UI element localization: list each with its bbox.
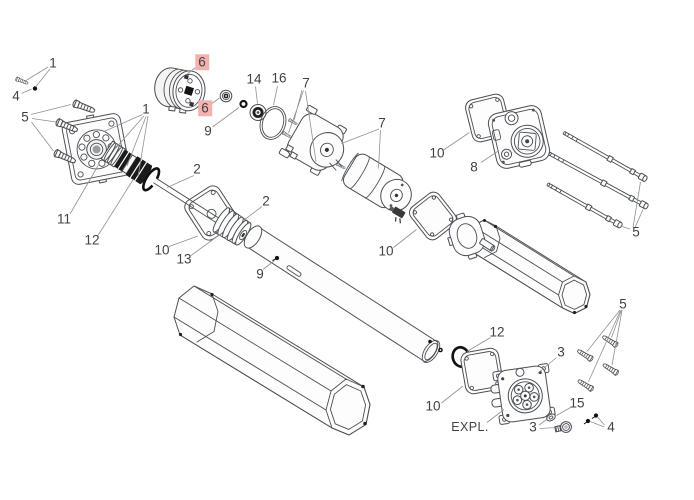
callout-10-gasket-top: 10 xyxy=(429,145,445,161)
callout-15-washer: 15 xyxy=(569,395,585,411)
spacer-ring xyxy=(239,99,248,109)
callout-7-bolts: 7 xyxy=(302,75,310,91)
gear-head-expl xyxy=(490,363,556,425)
rubber-drum xyxy=(125,156,152,184)
callout-8-head: 8 xyxy=(470,159,478,175)
leader-lines xyxy=(21,66,644,429)
grub-screws xyxy=(583,413,599,425)
gear-head-8 xyxy=(487,105,551,169)
callout-1-shaft: 1 xyxy=(142,101,150,117)
callout-6-nut-highlighted: 6 xyxy=(198,100,212,116)
o-ring-large xyxy=(259,106,287,140)
drive-pulley xyxy=(212,207,252,246)
callout-3-bolt: 3 xyxy=(529,419,537,435)
callout-13-pulley: 13 xyxy=(176,251,192,267)
callout-12-clip: 12 xyxy=(84,232,100,248)
callout-3-head: 3 xyxy=(557,344,565,360)
callout-16-oring: 16 xyxy=(271,70,287,86)
callout-7-motor: 7 xyxy=(378,115,386,131)
callout-5-short-screws: 5 xyxy=(619,296,627,312)
set-point xyxy=(32,86,38,91)
callout-14-bearing: 14 xyxy=(246,71,262,87)
callout-2-pulley-end: 2 xyxy=(262,193,270,209)
electric-motor xyxy=(341,152,412,212)
motor-connector xyxy=(388,205,406,224)
octagonal-tube-left xyxy=(173,285,371,436)
adapter-ring xyxy=(447,212,496,260)
callout-9-tube-screw: 9 xyxy=(256,266,264,282)
brake-coupling xyxy=(154,67,206,114)
callout-6-coupling-highlighted: 6 xyxy=(195,54,209,70)
octagonal-tube-right xyxy=(468,219,591,315)
tube-keyway-slot xyxy=(286,265,302,277)
callout-9-spacer: 9 xyxy=(204,123,212,139)
small-fixing-screw xyxy=(14,76,38,91)
callout-10-gasket-mid: 10 xyxy=(378,243,394,259)
callout-1-screws: 1 xyxy=(49,55,57,71)
motor-housing-cap xyxy=(278,104,347,176)
round-tube xyxy=(243,225,443,364)
callout-11-bracket: 11 xyxy=(56,211,72,227)
callout-4-setpoint: 4 xyxy=(12,88,20,104)
callout-5-screws: 5 xyxy=(21,109,29,125)
threaded-rods xyxy=(546,131,649,229)
gasket-middle xyxy=(409,191,457,241)
washer-15 xyxy=(546,413,556,422)
callout-12-oring: 12 xyxy=(489,324,505,340)
short-screws xyxy=(575,333,620,393)
head-bolt xyxy=(554,421,572,433)
c-clip xyxy=(142,167,161,192)
callout-2-shaft: 2 xyxy=(193,161,201,177)
callout-5-rods: 5 xyxy=(632,224,640,240)
callout-10-gasket-bot: 10 xyxy=(425,398,441,414)
callout-4-grub-screws: 4 xyxy=(607,419,615,435)
coupling-nut xyxy=(219,89,233,103)
expl-label: EXPL. xyxy=(451,419,489,434)
gasket-bottom xyxy=(460,347,504,395)
callout-10-plate: 10 xyxy=(154,242,170,258)
